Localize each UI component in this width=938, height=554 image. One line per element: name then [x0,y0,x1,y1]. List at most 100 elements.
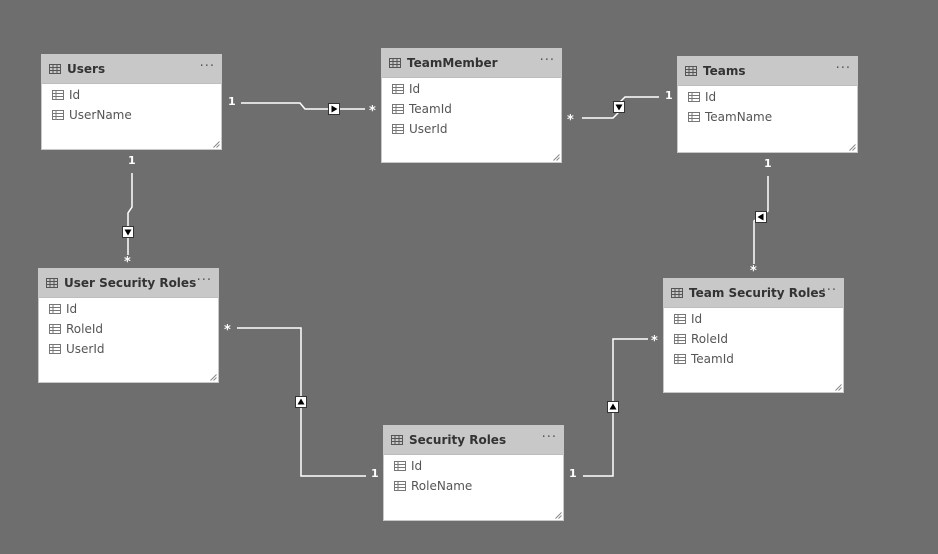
table-header[interactable]: Security Roles ··· [384,426,563,455]
field-name: RoleId [691,332,729,346]
table-header[interactable]: Teams ··· [678,57,857,86]
field-icon [49,344,61,354]
field-row-username[interactable]: UserName [42,105,221,125]
more-options-icon[interactable]: ··· [541,430,557,445]
field-name: Id [69,88,81,102]
table-header[interactable]: Users ··· [42,55,221,84]
more-options-icon[interactable]: ··· [539,53,555,68]
field-icon [688,92,700,102]
field-row-teamname[interactable]: TeamName [678,107,857,127]
table-title: Security Roles [409,433,507,447]
field-row-teamid[interactable]: TeamId [382,99,561,119]
field-name: UserName [69,108,132,122]
table-grid-icon [389,58,401,68]
filter-direction-arrow-icon [122,226,134,238]
field-name: Id [409,82,421,96]
table-card-teams[interactable]: Teams ··· Id TeamName [677,56,858,153]
filter-direction-arrow-icon [607,401,619,413]
field-icon [674,334,686,344]
field-name: TeamId [691,352,734,366]
table-card-user-security-roles[interactable]: User Security Roles ··· Id RoleId UserId [38,268,219,383]
field-icon [392,84,404,94]
cardinality-many-label: * [750,264,757,279]
table-grid-icon [685,66,697,76]
field-name: Id [411,459,423,473]
table-header[interactable]: Team Security Roles ··· [664,279,843,308]
cardinality-many-label: * [224,323,231,338]
more-options-icon[interactable]: ··· [196,273,212,288]
field-row-userid[interactable]: UserId [39,339,218,359]
relationship-line-users-usersecurityroles[interactable] [127,173,133,255]
table-card-users[interactable]: Users ··· Id UserName [41,54,222,150]
field-name: UserId [66,342,105,356]
field-row-userid[interactable]: UserId [382,119,561,139]
resize-grip-icon[interactable] [835,384,842,391]
cardinality-many-label: * [369,104,376,119]
field-icon [674,354,686,364]
cardinality-many-label: * [651,334,658,349]
field-icon [52,90,64,100]
field-row-roleid[interactable]: RoleId [664,329,843,349]
resize-grip-icon[interactable] [555,512,562,519]
cardinality-many-label: * [567,113,574,128]
field-row-id[interactable]: Id [42,85,221,105]
table-card-teammember[interactable]: TeamMember ··· Id TeamId UserId [381,48,562,163]
table-title: Users [67,62,106,76]
field-name: Id [691,312,703,326]
field-name: TeamName [705,110,773,124]
field-icon [688,112,700,122]
more-options-icon[interactable]: ··· [835,61,851,76]
field-icon [392,124,404,134]
field-row-id[interactable]: Id [39,299,218,319]
field-icon [394,461,406,471]
filter-direction-arrow-icon [328,103,340,115]
table-title: User Security Roles [64,276,197,290]
cardinality-many-label: * [124,255,131,270]
resize-grip-icon[interactable] [210,374,217,381]
table-title: TeamMember [407,56,498,70]
filter-direction-arrow-icon [295,396,307,408]
relationship-line-users-teammember[interactable] [241,102,365,110]
field-row-id[interactable]: Id [384,456,563,476]
cardinality-one-label: 1 [228,95,236,108]
field-name: UserId [409,122,448,136]
field-icon [674,314,686,324]
filter-direction-arrow-icon [755,211,767,223]
table-card-security-roles[interactable]: Security Roles ··· Id RoleName [383,425,564,521]
resize-grip-icon[interactable] [553,154,560,161]
field-name: TeamId [409,102,452,116]
field-name: Id [66,302,78,316]
table-grid-icon [391,435,403,445]
cardinality-one-label: 1 [665,89,673,102]
field-row-id[interactable]: Id [678,87,857,107]
cardinality-one-label: 1 [764,157,772,170]
field-row-id[interactable]: Id [382,79,561,99]
table-title: Teams [703,64,746,78]
field-icon [49,324,61,334]
table-header[interactable]: User Security Roles ··· [39,269,218,298]
field-row-id[interactable]: Id [664,309,843,329]
field-row-teamid[interactable]: TeamId [664,349,843,369]
cardinality-one-label: 1 [128,154,136,167]
table-grid-icon [671,288,683,298]
table-card-team-security-roles[interactable]: Team Security Roles ··· Id RoleId TeamId [663,278,844,393]
field-icon [392,104,404,114]
field-icon [49,304,61,314]
field-icon [394,481,406,491]
resize-grip-icon[interactable] [213,141,220,148]
table-title: Team Security Roles [689,286,826,300]
cardinality-one-label: 1 [569,467,577,480]
more-options-icon[interactable]: ··· [199,59,215,74]
resize-grip-icon[interactable] [849,144,856,151]
table-grid-icon [49,64,61,74]
field-row-roleid[interactable]: RoleId [39,319,218,339]
field-icon [52,110,64,120]
field-name: Id [705,90,717,104]
more-options-icon[interactable]: ··· [821,283,837,298]
field-row-rolename[interactable]: RoleName [384,476,563,496]
filter-direction-arrow-icon [613,101,625,113]
cardinality-one-label: 1 [371,467,379,480]
field-name: RoleName [411,479,473,493]
table-header[interactable]: TeamMember ··· [382,49,561,78]
